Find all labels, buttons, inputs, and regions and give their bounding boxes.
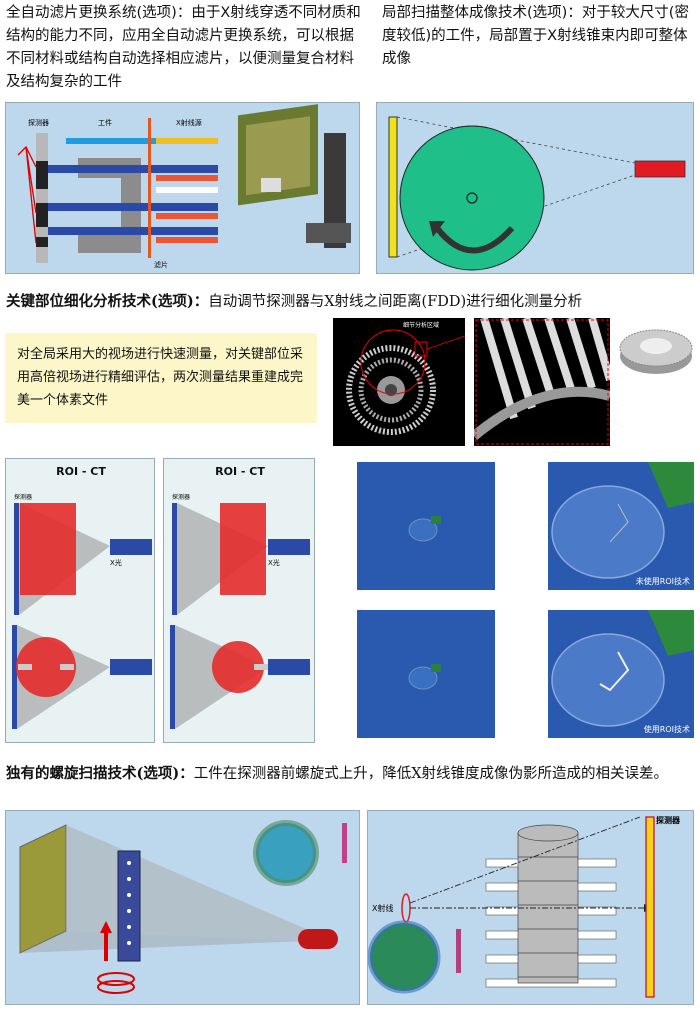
source-label: X射线源 bbox=[176, 118, 202, 127]
full-view-scan-image: 细节分析区域 bbox=[333, 318, 466, 446]
zoomed-detail-image bbox=[474, 318, 610, 446]
bulb-large-no-roi: 未使用ROI技术 bbox=[548, 462, 694, 590]
detector-label-right: 探测器 bbox=[656, 815, 681, 825]
caption-roi: 使用ROI技术 bbox=[643, 725, 690, 734]
detector-label-1: 探测器 bbox=[14, 493, 32, 501]
helical-heading: 独有的螺旋扫描技术(选项)：工件在探测器前螺旋式上升，降低X射线锥度成像伪影所造… bbox=[6, 765, 669, 782]
fdd-callout: 对全局采用大的视场进行快速测量，对关键部位采用高倍视场进行精细评估，两次测量结果… bbox=[5, 333, 317, 423]
filter-label: 滤片 bbox=[154, 260, 168, 269]
caption-no-roi: 未使用ROI技术 bbox=[635, 577, 690, 586]
filter-diagram: 探测器 工件 X射线源 滤片 bbox=[17, 104, 351, 269]
roi-title-1: ROI - CT bbox=[56, 465, 106, 478]
bulb-small-top bbox=[357, 462, 495, 590]
filter-system-description: 全自动滤片更换系统(选项)：由于X射线穿透不同材质和结构的能力不同，应用全自动滤… bbox=[6, 5, 361, 90]
workpiece-label: 工件 bbox=[98, 118, 112, 127]
local-scan-description: 局部扫描整体成像技术(选项)：对于较大尺寸(密度较低)的工件，局部置于X射线锥束… bbox=[382, 5, 689, 67]
helical-scan-panel bbox=[5, 810, 360, 1005]
roi-ct-panel-1: ROI - CT 探测器 X光 bbox=[5, 458, 155, 743]
xray-label-1: X光 bbox=[110, 558, 122, 567]
detector-label: 探测器 bbox=[28, 118, 49, 127]
fdd-heading: 关键部位细化分析技术(选项)：自动调节探测器与X射线之间距离(FDD)进行细化测… bbox=[6, 293, 583, 310]
roi-ct-panel-2: ROI - CT 探测器 X光 bbox=[163, 458, 315, 743]
part-render-image bbox=[616, 318, 696, 380]
filter-diagram-panel: 探测器 工件 X射线源 滤片 bbox=[5, 102, 360, 274]
local-scan-diagram bbox=[388, 116, 686, 271]
helical-stack-panel: X射线 探测器 bbox=[367, 810, 694, 1005]
xray-label: X射线 bbox=[372, 903, 393, 913]
roi-title-2: ROI - CT bbox=[215, 465, 265, 478]
xray-label-2: X光 bbox=[268, 558, 280, 567]
bulb-large-roi: 使用ROI技术 bbox=[548, 610, 694, 738]
detail-region-label: 细节分析区域 bbox=[403, 321, 439, 329]
local-scan-panel bbox=[376, 102, 694, 274]
detector-label-2: 探测器 bbox=[172, 493, 190, 501]
bulb-small-bottom bbox=[357, 610, 495, 738]
